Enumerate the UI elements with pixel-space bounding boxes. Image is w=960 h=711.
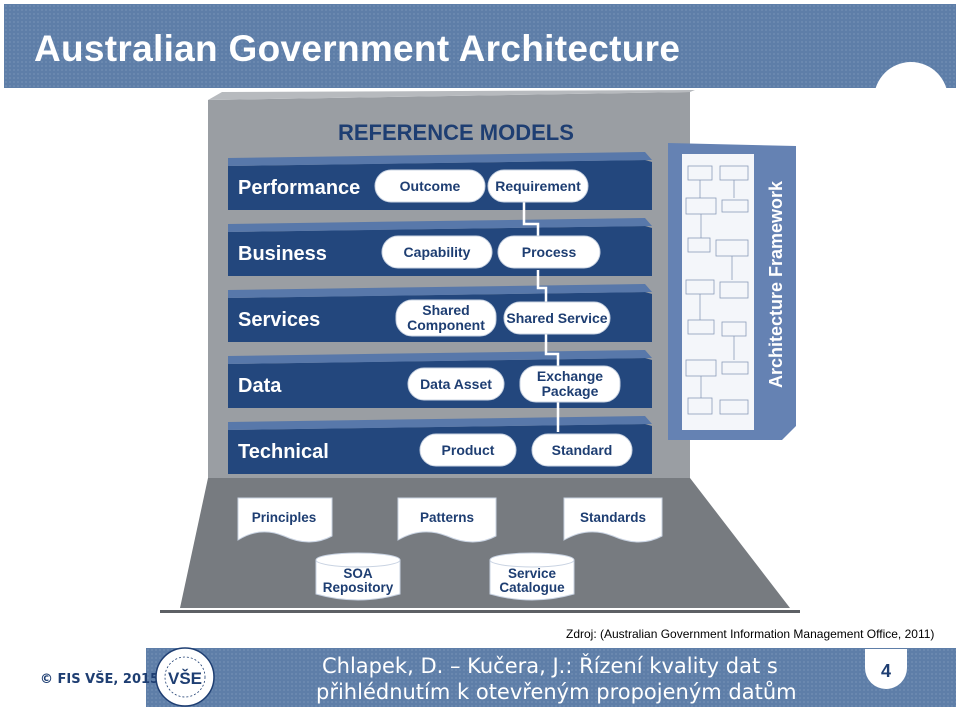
header-decoration — [874, 62, 948, 136]
svg-text:Requirement: Requirement — [495, 178, 581, 194]
layer-label-performance: Performance — [238, 177, 360, 199]
svg-text:Capability: Capability — [404, 244, 471, 260]
connector-lines — [522, 202, 560, 432]
slide-footer — [146, 648, 956, 707]
pill-process: Process — [497, 235, 601, 269]
doc-standards: Standards — [563, 497, 663, 543]
svg-text:Data Asset: Data Asset — [420, 376, 492, 392]
svg-text:Standards: Standards — [580, 510, 646, 525]
layer-label-services: Services — [238, 309, 320, 331]
svg-text:VŠE: VŠE — [168, 669, 202, 688]
architecture-framework-label: Architecture Framework — [766, 180, 786, 388]
svg-text:Standard: Standard — [552, 442, 613, 458]
svg-text:Principles: Principles — [252, 510, 317, 525]
source-citation: Zdroj: (Australian Government Informatio… — [566, 627, 935, 641]
page-number: 4 — [865, 649, 907, 689]
doc-patterns: Patterns — [397, 497, 497, 543]
layer-label-business: Business — [238, 243, 327, 265]
pill-shared-service: Shared Service — [503, 301, 611, 335]
layer-label-data: Data — [238, 375, 282, 397]
pill-capability: Capability — [381, 235, 493, 269]
architecture-framework-panel — [668, 143, 796, 440]
stack-top-edge — [208, 90, 695, 100]
copyright-text: © FIS VŠE, 2015 — [40, 672, 160, 687]
svg-text:Shared Service: Shared Service — [506, 310, 607, 326]
footer-line-2: přihlédnutím k otevřeným propojeným datů… — [316, 680, 797, 704]
pill-outcome: Outcome — [374, 169, 486, 203]
svg-text:Process: Process — [522, 244, 577, 260]
svg-text:Product: Product — [442, 442, 495, 458]
stack-base-front — [160, 610, 800, 613]
doc-principles: Principles — [237, 497, 333, 543]
reference-models-title: REFERENCE MODELS — [338, 120, 574, 145]
svg-text:Outcome: Outcome — [400, 178, 461, 194]
svg-text:Patterns: Patterns — [420, 510, 474, 525]
architecture-diagram: REFERENCE MODELS Architecture Framework … — [160, 90, 800, 613]
pill-standard: Standard — [531, 433, 633, 467]
pill-shared-component-line1: Shared — [422, 302, 469, 318]
pill-data-asset: Data Asset — [407, 367, 505, 401]
pill-product: Product — [419, 433, 517, 467]
pill-requirement: Requirement — [487, 169, 589, 203]
slide-title: Australian Government Architecture — [34, 28, 681, 69]
slide-header: Australian Government Architecture — [4, 4, 956, 136]
layer-label-technical: Technical — [238, 441, 329, 463]
footer-line-1: Chlapek, D. – Kučera, J.: Řízení kvality… — [322, 654, 778, 678]
vse-logo: VŠE — [155, 647, 215, 707]
